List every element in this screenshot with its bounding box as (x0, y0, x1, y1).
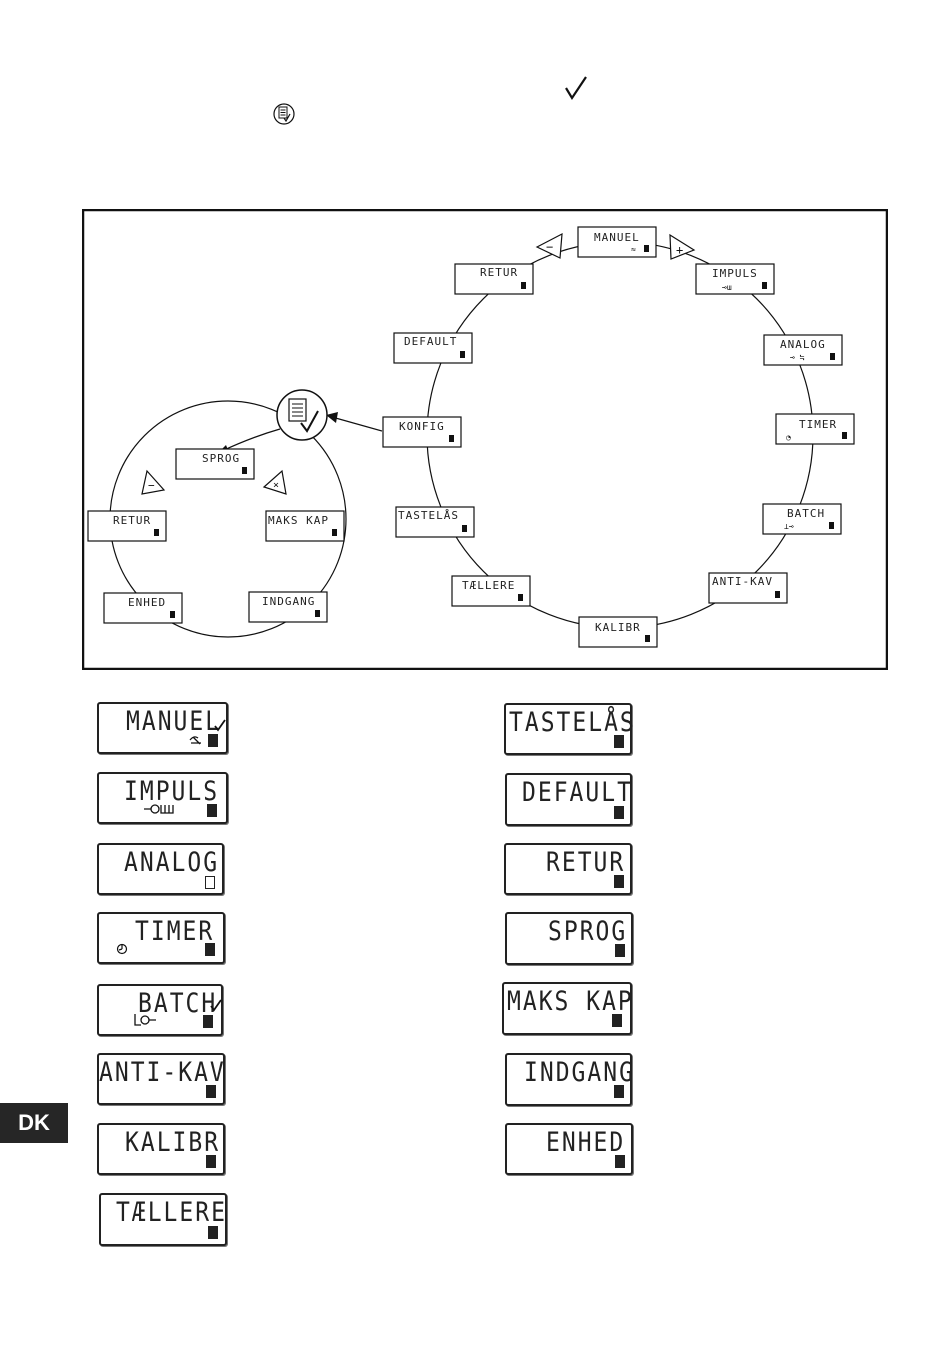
hand-icon (188, 734, 204, 746)
display-kalibr: KALIBR (97, 1123, 225, 1175)
node-retur-main: RETUR (455, 264, 533, 294)
node-maks-kap: MAKS KAP (266, 511, 344, 541)
svg-text:+: + (676, 243, 683, 257)
node-tallere: TÆLLERE (452, 576, 530, 606)
node-retur-config: RETUR (88, 511, 166, 541)
language-tab: DK (0, 1103, 68, 1143)
node-analog: ANALOG ⊸ ≒ (764, 335, 842, 365)
svg-text:MAKS KAP: MAKS KAP (268, 514, 329, 527)
display-impuls: IMPULS (97, 772, 228, 824)
svg-text:ANALOG: ANALOG (780, 338, 826, 351)
node-enhed: ENHED (104, 593, 182, 623)
battery-icon (207, 804, 217, 817)
svg-text:−: − (546, 240, 553, 254)
svg-text:TÆLLERE: TÆLLERE (462, 579, 515, 592)
svg-text:RETUR: RETUR (480, 266, 518, 279)
node-timer: TIMER ◔ (776, 414, 854, 444)
display-analog: ANALOG (97, 843, 224, 895)
check-icon (209, 998, 223, 1012)
svg-text:KALIBR: KALIBR (595, 621, 641, 634)
pulse-icon (143, 802, 177, 816)
svg-text:IMPULS: IMPULS (712, 267, 758, 280)
node-kalibr: KALIBR (579, 617, 657, 647)
node-label: MANUEL (594, 231, 640, 244)
menu-flow-diagram: MANUEL ≈ IMPULS ⊸ɯ ANALOG ⊸ ≒ TIMER ◔ BA… (82, 209, 888, 670)
node-anti-kav: ANTI-KAV (709, 573, 787, 603)
svg-text:SPROG: SPROG (202, 452, 240, 465)
config-check-icon (277, 390, 327, 440)
svg-text:INDGANG: INDGANG (262, 595, 315, 608)
svg-text:≈: ≈ (631, 245, 636, 254)
battery-icon (615, 944, 625, 957)
menu-check-icon (272, 102, 296, 126)
svg-text:KONFIG: KONFIG (399, 420, 445, 433)
display-sprog: SPROG (505, 912, 633, 965)
svg-text:ANTI-KAV: ANTI-KAV (712, 575, 773, 588)
clock-icon (116, 943, 128, 955)
svg-text:◔: ◔ (786, 433, 791, 442)
node-impuls: IMPULS ⊸ɯ (696, 264, 774, 294)
battery-icon (615, 1155, 625, 1168)
battery-icon (614, 735, 624, 748)
svg-text:DEFAULT: DEFAULT (404, 335, 457, 348)
list-icon (205, 876, 215, 889)
display-maks-kap: MAKS KAP (502, 982, 632, 1035)
node-konfig: KONFIG (383, 417, 461, 447)
battery-icon (614, 806, 624, 819)
display-default: DEFAULT (505, 773, 632, 826)
battery-icon (206, 1085, 216, 1098)
battery-icon (206, 1155, 216, 1168)
svg-text:×: × (273, 480, 279, 491)
display-retur: RETUR (504, 843, 632, 895)
battery-icon (203, 1015, 213, 1028)
battery-icon (208, 1226, 218, 1239)
svg-text:⊸ ≒: ⊸ ≒ (790, 353, 805, 362)
svg-text:RETUR: RETUR (113, 514, 151, 527)
svg-text:BATCH: BATCH (787, 507, 825, 520)
svg-text:TIMER: TIMER (799, 418, 837, 431)
svg-text:−: − (148, 479, 155, 492)
check-icon (560, 74, 590, 102)
svg-text:⊥⊸: ⊥⊸ (784, 522, 794, 531)
display-enhed: ENHED (505, 1123, 633, 1175)
node-batch: BATCH ⊥⊸ (763, 504, 841, 534)
node-sprog: SPROG (176, 449, 254, 479)
node-tastelas: TASTELÅS (396, 507, 474, 537)
display-manuel: MANUEL (97, 702, 228, 754)
battery-icon (612, 1014, 622, 1027)
display-batch: BATCH (97, 984, 223, 1036)
node-indgang: INDGANG (249, 592, 327, 622)
display-timer: TIMER (97, 912, 225, 964)
check-icon (213, 718, 227, 732)
battery-icon (208, 734, 218, 747)
display-anti-kav: ANTI-KAV (97, 1053, 225, 1105)
display-tastelas: TASTELÅS (504, 703, 632, 755)
node-default: DEFAULT (394, 333, 472, 363)
node-manuel: MANUEL ≈ (578, 227, 656, 257)
display-indgang: INDGANG (505, 1053, 632, 1106)
svg-text:TASTELÅS: TASTELÅS (398, 509, 459, 522)
svg-text:⊸ɯ: ⊸ɯ (722, 283, 732, 292)
battery-icon (205, 943, 215, 956)
display-tallere: TÆLLERE (99, 1193, 227, 1246)
battery-icon (614, 875, 624, 888)
batch-icon (132, 1013, 158, 1027)
battery-icon (614, 1085, 624, 1098)
svg-text:ENHED: ENHED (128, 596, 166, 609)
